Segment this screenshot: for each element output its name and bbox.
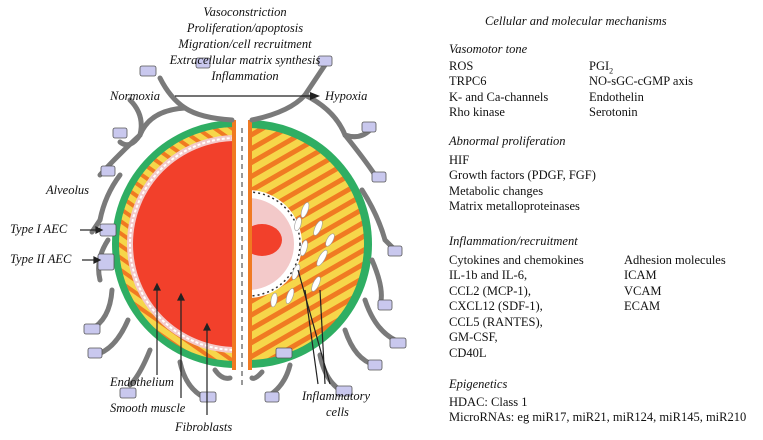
normoxia-vessel: [112, 120, 236, 370]
normoxia-label: Normoxia: [110, 89, 160, 103]
header-line: Inflammation: [211, 69, 279, 83]
epigenetics-item: MicroRNAs: eg miR17, miR21, miR124, miR1…: [449, 410, 747, 424]
header-line: Extracellular matrix synthesis: [169, 53, 321, 67]
inflammation-item: CCL2 (MCP-1),: [449, 283, 531, 298]
vasomotor-title: Vasomotor tone: [449, 42, 528, 56]
proliferation-item: Growth factors (PDGF, FGF): [449, 168, 596, 182]
inflammatory-cells-label-2: cells: [326, 405, 349, 419]
vasomotor-item: Endothelin: [589, 89, 644, 104]
hypoxia-label: Hypoxia: [325, 89, 368, 103]
inflammation-section: Inflammation/recruitment Cytokines and c…: [449, 234, 726, 361]
inflammation-item: ICAM: [624, 268, 657, 282]
epigenetics-section: Epigenetics HDAC: Class 1 MicroRNAs: eg …: [449, 377, 746, 426]
vasomotor-item: PGI2: [589, 58, 614, 76]
type1-aec-label: Type I AEC: [10, 222, 68, 236]
panel-title: Cellular and molecular mechanisms: [485, 14, 667, 28]
epigenetics-title: Epigenetics: [449, 377, 508, 391]
inflammation-item: GM-CSF,: [449, 330, 498, 344]
hypoxia-vessel: [248, 120, 372, 370]
label-pointers: [80, 226, 331, 415]
endothelium-label: Endothelium: [110, 375, 174, 389]
proliferation-section: Abnormal proliferation HIF Growth factor…: [449, 134, 596, 215]
header-line: Migration/cell recruitment: [178, 37, 312, 51]
transition-arrow: [175, 92, 320, 100]
inflammation-item: Cytokines and chemokines: [449, 252, 584, 267]
inflammation-title: Inflammation/recruitment: [449, 234, 578, 248]
inflammatory-cells-label: Inflammatory: [302, 389, 371, 403]
vasomotor-item: NO-sGC-cGMP axis: [589, 74, 694, 88]
vasomotor-item: K- and Ca-channels: [449, 89, 549, 104]
vasomotor-item: Rho kinase: [449, 105, 505, 119]
inflammation-item: VCAM: [624, 283, 662, 298]
inflammation-item: IL-1b and IL-6,: [449, 268, 528, 282]
proliferation-item: Matrix metalloproteinases: [449, 199, 580, 213]
inflammation-item: CCL5 (RANTES),: [449, 314, 543, 329]
header-line: Proliferation/apoptosis: [186, 21, 304, 35]
smooth-muscle-label: Smooth muscle: [110, 401, 186, 415]
inflammation-item: CD40L: [449, 345, 487, 360]
fibroblasts-label: Fibroblasts: [175, 420, 233, 434]
inflammation-item: ECAM: [624, 299, 661, 313]
type2-aec-label: Type II AEC: [10, 252, 72, 266]
inflammation-item: Adhesion molecules: [624, 252, 726, 267]
vasomotor-section: Vasomotor tone ROS TRPC6 K- and Ca-chann…: [449, 42, 693, 121]
vasomotor-item: Serotonin: [589, 105, 638, 119]
vasomotor-item: TRPC6: [449, 74, 487, 88]
header-line: Vasoconstriction: [203, 5, 287, 19]
inflammation-item: CXCL12 (SDF-1),: [449, 299, 543, 313]
vasomotor-item: ROS: [449, 58, 474, 73]
vessel-diagram: [80, 55, 407, 415]
alveolus-label: Alveolus: [46, 183, 90, 197]
epigenetics-item: HDAC: Class 1: [449, 394, 528, 409]
proliferation-item: HIF: [449, 152, 470, 167]
proliferation-item: Metabolic changes: [449, 183, 544, 198]
alveolar-epithelial-cells: [83, 55, 407, 403]
proliferation-title: Abnormal proliferation: [449, 134, 566, 148]
